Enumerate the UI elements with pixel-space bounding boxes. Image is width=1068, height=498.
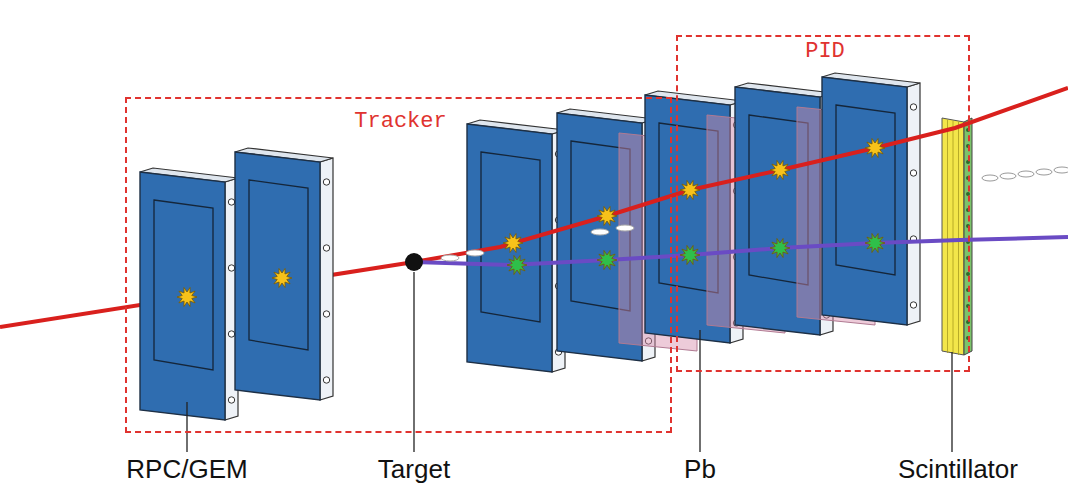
rpc-gem-plate [235,148,333,400]
neutral-track [1036,169,1052,175]
hit-star [177,287,197,306]
neutral-track [982,175,998,181]
neutral-track [1018,171,1034,177]
hit-star [680,245,700,264]
hit-star [865,233,885,252]
neutral-track [616,225,634,231]
part-label: RPC/GEM [126,454,247,485]
scintillator-array [942,118,972,355]
part-label: Target [378,454,450,485]
part-label: Scintillator [898,454,1018,485]
hit-star [272,268,292,287]
hit-star [865,138,885,157]
hit-star [680,180,700,199]
region-title: PID [802,39,848,64]
hit-star [597,206,617,225]
hit-star [597,250,617,269]
neutral-track [1000,173,1016,179]
target-sphere [405,253,423,271]
part-label: Pb [684,454,716,485]
hit-star [503,233,523,252]
rpc-gem-plate [822,73,920,325]
leader-line [413,272,414,452]
neutral-track [441,255,459,261]
neutral-track [466,250,484,256]
dashed-region: Tracker [125,97,672,433]
neutral-track [1054,167,1068,173]
hit-star [770,160,790,179]
rpc-gem-plate [467,120,565,372]
hit-star [507,255,527,274]
hit-star [770,238,790,257]
rpc-gem-plate [140,168,238,420]
leader-line [951,352,952,452]
dashed-region: PID [676,35,970,372]
leader-line [699,330,700,452]
neutral-track [591,229,609,235]
leader-line [186,402,187,452]
region-title: Tracker [351,109,449,134]
